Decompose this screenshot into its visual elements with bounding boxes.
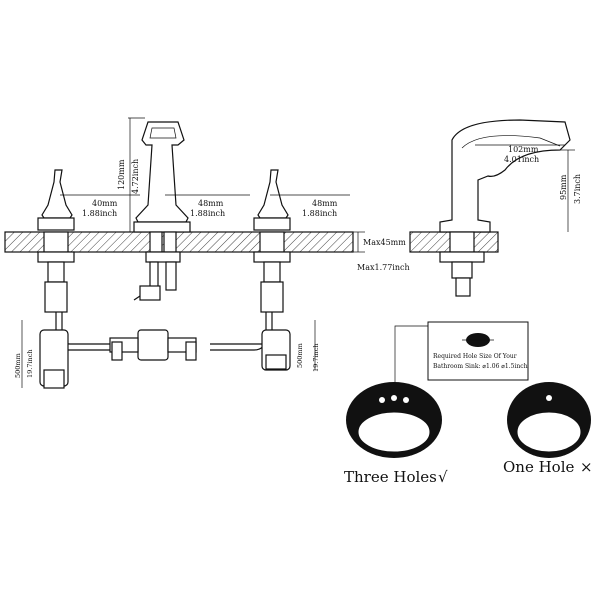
- spout-height-in: 4.72inch: [131, 159, 140, 194]
- callout-line-2: Bathroom Sink: ⌀1.06 ⌀1.5inch: [433, 363, 528, 370]
- left-spread-in: 1.88inch: [82, 209, 117, 218]
- hole-left-icon: [379, 397, 385, 403]
- side-reach-in: 4.01inch: [504, 155, 539, 164]
- right-spread-in: 1.88inch: [302, 209, 337, 218]
- side-reach-mm: 102mm: [508, 145, 539, 154]
- supply-tee: [109, 329, 197, 361]
- side-view: 102mm 4.01inch 95mm 3.7inch: [409, 119, 582, 297]
- one-hole-mark: ×: [580, 458, 593, 476]
- side-height-in: 3.7inch: [573, 174, 582, 204]
- left-supply-in: 19.7inch: [26, 349, 34, 378]
- center-spread-in: 1.88inch: [190, 209, 225, 218]
- hole-size-callout: Required Hole Size Of Your Bathroom Sink…: [394, 321, 529, 395]
- deck-max-mm: Max45mm: [363, 238, 406, 247]
- one-hole-sink: [507, 382, 591, 458]
- three-holes-label: Three Holes: [344, 468, 437, 486]
- left-spread-mm: 40mm: [92, 199, 118, 208]
- side-height-mm: 95mm: [559, 174, 568, 200]
- hole-center-icon: [391, 395, 397, 401]
- front-view: 40mm 1.88inch 48mm 1.88inch 48mm 1.88inc…: [4, 117, 410, 389]
- callout-line-1: Required Hole Size Of Your: [433, 353, 517, 360]
- three-hole-sink: [346, 382, 442, 458]
- right-spread-mm: 48mm: [312, 199, 338, 208]
- one-hole-label: One Hole: [503, 458, 575, 476]
- spout-height-mm: 120mm: [117, 159, 126, 190]
- deck-max-in: Max1.77inch: [357, 263, 410, 272]
- hole-right-icon: [403, 397, 409, 403]
- right-supply-in: 19.7inch: [312, 343, 320, 372]
- side-faucet-body: [439, 119, 571, 233]
- right-supply-mm: 500mm: [296, 343, 304, 368]
- front-dimension-lines: [21, 117, 365, 388]
- left-supply-mm: 500mm: [14, 353, 22, 378]
- center-spout: [133, 121, 191, 301]
- three-holes-mark: √: [438, 468, 448, 486]
- left-handle-valve: [37, 169, 110, 389]
- callout-box: [427, 321, 529, 381]
- callout-leader: [394, 325, 428, 395]
- single-hole-icon: [546, 395, 552, 401]
- right-handle-valve: [210, 169, 291, 371]
- center-spread-mm: 48mm: [198, 199, 224, 208]
